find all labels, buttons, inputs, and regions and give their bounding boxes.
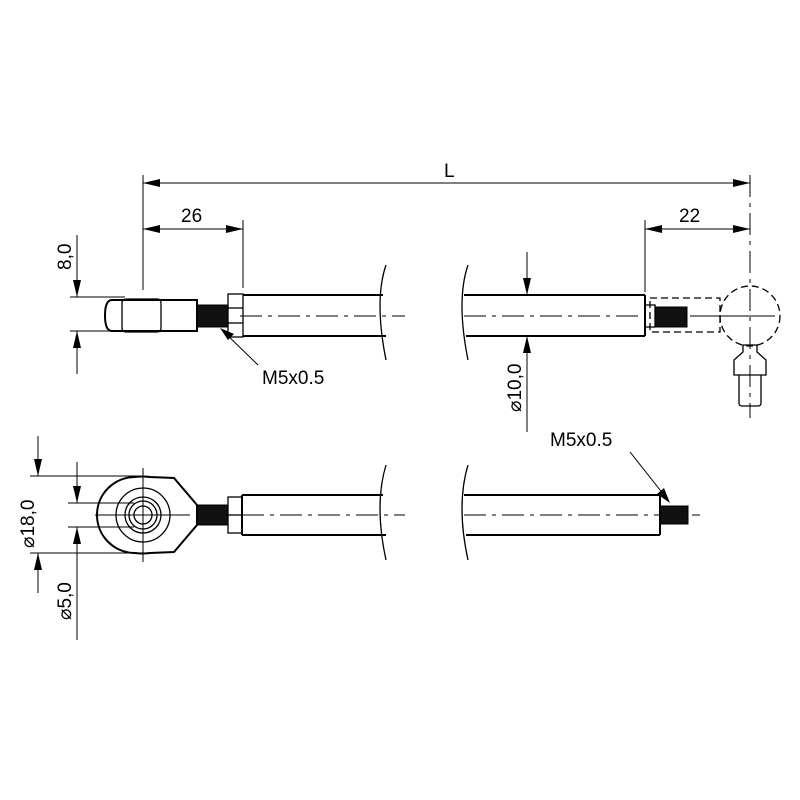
fork-slot [121, 298, 162, 333]
break-line [461, 264, 469, 361]
top-view [103, 175, 781, 418]
thread [196, 304, 229, 328]
dimension-lines [30, 175, 750, 640]
dim-bore-diameter: ⌀5,0 [55, 582, 76, 620]
ball-socket-outline [649, 297, 721, 333]
thread-callout-left: M5x0.5 [262, 368, 324, 389]
dim-L: L [444, 161, 455, 182]
thread [659, 505, 689, 525]
thread [654, 306, 688, 328]
dimension-labels: L 26 22 8,0 ⌀10,0 ⌀18,0 ⌀5,0 M5x0.5 M5x0… [18, 161, 700, 620]
break-line [461, 464, 469, 561]
dim-8: 8,0 [55, 244, 76, 270]
bottom-view [95, 464, 700, 562]
thread [196, 504, 229, 526]
dim-26: 26 [181, 206, 202, 227]
thread-callout-right: M5x0.5 [550, 430, 612, 451]
dim-eye-diameter: ⌀18,0 [18, 500, 39, 548]
dim-22: 22 [679, 206, 700, 227]
ball-stud [733, 344, 767, 376]
fork-end [103, 299, 198, 332]
break-line [379, 464, 387, 561]
dim-rod-diameter: ⌀10,0 [505, 364, 526, 412]
break-line [379, 264, 387, 361]
